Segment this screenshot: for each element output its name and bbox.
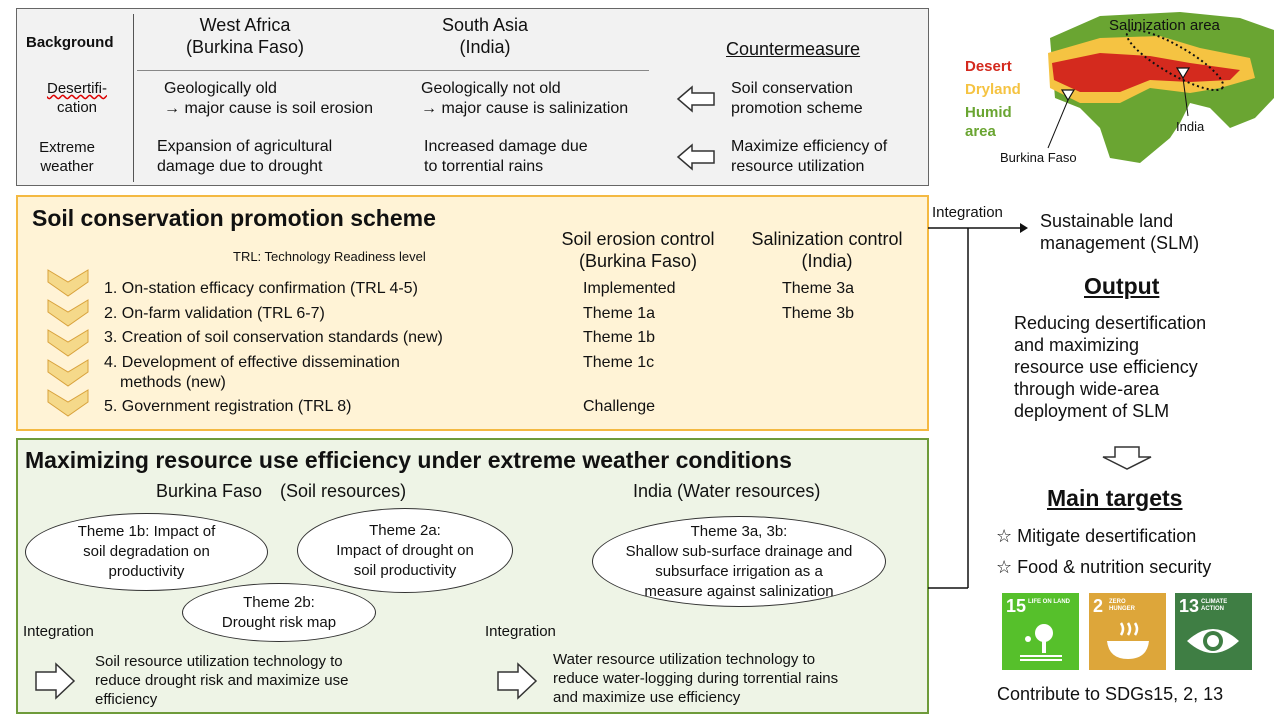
in-status-2: Theme 3b [782,305,855,322]
map-burkina-label: Burkina Faso [1000,150,1077,165]
col-salinization: Salinization control(India) [751,229,903,271]
legend-desert: Desert [965,58,1012,75]
eye-globe-icon [1187,629,1239,653]
scheme-title: Soil conservation promotion scheme [32,205,436,231]
right-arrow-icon [497,662,538,700]
row-label-desertification: Desertifi-cation [46,80,107,116]
background-title: Background [26,34,114,51]
background-panel [16,8,929,186]
legend-dryland: Dryland [965,81,1021,98]
scheme-panel [16,195,929,431]
step-2: 2. On-farm validation (TRL 6-7) [104,305,325,322]
map-india-label: India [1176,119,1205,134]
efficiency-title: Maximizing resource use efficiency under… [25,447,792,473]
bf-status-1: Implemented [583,280,676,297]
trl-note: TRL: Technology Readiness level [233,249,426,264]
main-targets-heading: Main targets [1047,485,1183,511]
world-map [1040,8,1276,168]
target-food: ☆ Food & nutrition security [996,557,1212,577]
left-arrow-icon [676,85,715,113]
west-africa-desertification: Geologically old→ major cause is soil er… [164,80,373,117]
in-status-1: Theme 3a [782,280,855,297]
step-4: 4. Development of effective disseminatio… [104,354,400,391]
south-asia-heading: South Asia(India) [441,15,529,57]
countermeasure-heading: Countermeasure [726,39,861,59]
west-africa-heading: West Africa(Burkina Faso) [185,15,305,57]
step-5: 5. Government registration (TRL 8) [104,398,352,415]
contribute-sdgs: Contribute to SDGs15, 2, 13 [997,684,1224,704]
target-mitigate: ☆ Mitigate desertification [996,526,1197,546]
right-integration-label: Integration [932,204,1003,221]
step-1: 1. On-station efficacy confirmation (TRL… [104,280,418,297]
col-soil-erosion: Soil erosion control(Burkina Faso) [561,229,715,271]
background-divider [133,14,134,182]
bf-status-5: Challenge [583,398,656,415]
bf-soil-heading: Burkina Faso (Soil resources) [156,481,407,501]
in-output-text: Water resource utilization technology to… [553,651,839,706]
south-asia-desertification: Geologically not old→ major cause is sal… [421,80,629,117]
bf-status-3: Theme 1b [583,329,656,346]
header-underline [137,70,649,71]
bf-integration-label: Integration [23,623,94,640]
tree-icon [1020,624,1062,661]
left-arrow-icon [676,143,715,171]
map-salinization-label: Salinization area [1109,17,1220,34]
integration-connector [928,223,1028,589]
chevron-steps-icon [47,269,89,417]
bowl-icon [1107,622,1149,659]
india-water-heading: India (Water resources) [633,481,821,501]
bf-status-2: Theme 1a [583,305,656,322]
theme-2b-ellipse: Theme 2b:Drought risk map [182,583,376,642]
right-arrow-icon [35,662,76,700]
in-integration-label: Integration [485,623,556,640]
output-heading: Output [1084,273,1160,299]
theme-3-ellipse: Theme 3a, 3b:Shallow sub-surface drainag… [592,516,886,607]
bf-status-4: Theme 1c [583,354,655,371]
down-arrow-icon [1102,446,1152,470]
step-3: 3. Creation of soil conservation standar… [104,329,443,346]
